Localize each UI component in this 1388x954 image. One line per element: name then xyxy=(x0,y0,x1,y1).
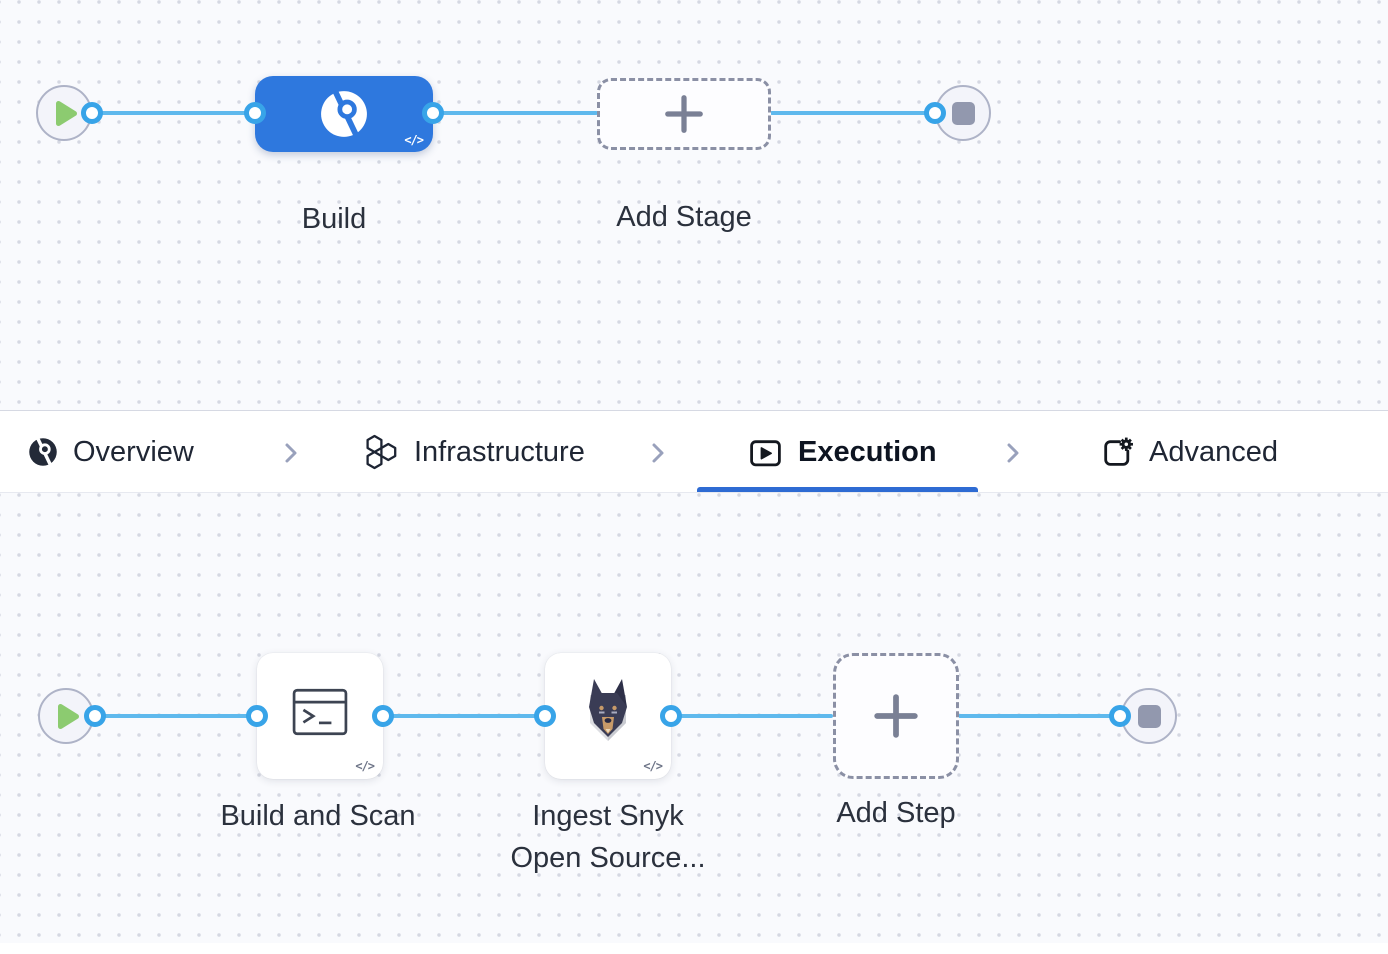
tab-infrastructure[interactable]: Infrastructure xyxy=(362,411,585,493)
connector-port[interactable] xyxy=(84,705,106,727)
add-step-button[interactable] xyxy=(833,653,959,779)
chevron-right-icon xyxy=(285,443,297,463)
connector-edge xyxy=(383,714,545,718)
plus-icon xyxy=(665,95,703,133)
play-icon xyxy=(56,100,77,126)
step-label-line1: Ingest Snyk xyxy=(532,800,684,832)
step-label: Ingest Snyk Open Source... xyxy=(448,795,768,879)
play-icon xyxy=(58,703,79,729)
pipeline-overview-icon xyxy=(29,438,57,466)
ci-build-icon xyxy=(321,90,367,138)
tab-overview-label: Overview xyxy=(73,435,194,468)
gear-icon xyxy=(1119,437,1133,451)
step-node-ingest-snyk[interactable]: </> xyxy=(545,653,671,779)
add-stage-button[interactable] xyxy=(597,78,771,150)
stage-config-tabbar: Overview Infrastructure Execution xyxy=(0,410,1388,493)
execution-play-icon xyxy=(750,439,781,466)
step-label-line2: Open Source... xyxy=(510,842,706,874)
advanced-gear-icon xyxy=(1104,437,1133,466)
stop-icon xyxy=(1137,704,1161,728)
tab-advanced[interactable]: Advanced xyxy=(1099,411,1278,493)
code-config-badge: </> xyxy=(355,759,375,773)
chevron-right-icon xyxy=(1007,443,1019,463)
connector-port[interactable] xyxy=(246,705,268,727)
snyk-doberman-icon xyxy=(589,679,627,741)
tab-execution[interactable]: Execution xyxy=(748,411,937,493)
chevron-right-icon xyxy=(652,443,664,463)
connector-port[interactable] xyxy=(534,705,556,727)
connector-port[interactable] xyxy=(372,705,394,727)
pipeline-end-node xyxy=(935,85,991,141)
pipeline-stage-canvas[interactable]: </> Build Add Stage xyxy=(0,0,1388,410)
code-config-badge: </> xyxy=(404,133,424,147)
stage-label: Build xyxy=(301,203,367,235)
connector-port[interactable] xyxy=(924,102,946,124)
hexagons-icon xyxy=(366,434,397,470)
connector-edge xyxy=(95,714,257,718)
connector-port[interactable] xyxy=(244,102,266,124)
pipeline-execution-canvas[interactable]: </> </> xyxy=(0,493,1388,943)
bottom-panel-edge xyxy=(0,943,1388,954)
connector-edge xyxy=(671,714,833,718)
connector-port[interactable] xyxy=(81,102,103,124)
tab-overview[interactable]: Overview xyxy=(28,411,194,493)
step-node-build-and-scan[interactable]: </> xyxy=(257,653,383,779)
step-label: Build and Scan xyxy=(220,800,416,832)
add-step-label: Add Step xyxy=(836,797,956,829)
connector-edge xyxy=(958,714,1121,718)
connector-edge xyxy=(433,111,598,115)
connector-port[interactable] xyxy=(1109,705,1131,727)
add-stage-label: Add Stage xyxy=(616,201,752,233)
connector-port[interactable] xyxy=(422,102,444,124)
connector-port[interactable] xyxy=(660,705,682,727)
stop-icon xyxy=(951,101,975,125)
tab-infrastructure-label: Infrastructure xyxy=(414,435,585,468)
active-tab-indicator xyxy=(697,487,978,492)
connector-edge xyxy=(770,111,936,115)
tab-advanced-label: Advanced xyxy=(1149,435,1278,468)
code-config-badge: </> xyxy=(643,759,663,773)
stage-node-build[interactable]: </> xyxy=(255,76,433,152)
tab-execution-label: Execution xyxy=(798,435,937,468)
connector-edge xyxy=(92,111,256,115)
terminal-icon xyxy=(292,688,348,736)
plus-icon xyxy=(874,694,918,738)
